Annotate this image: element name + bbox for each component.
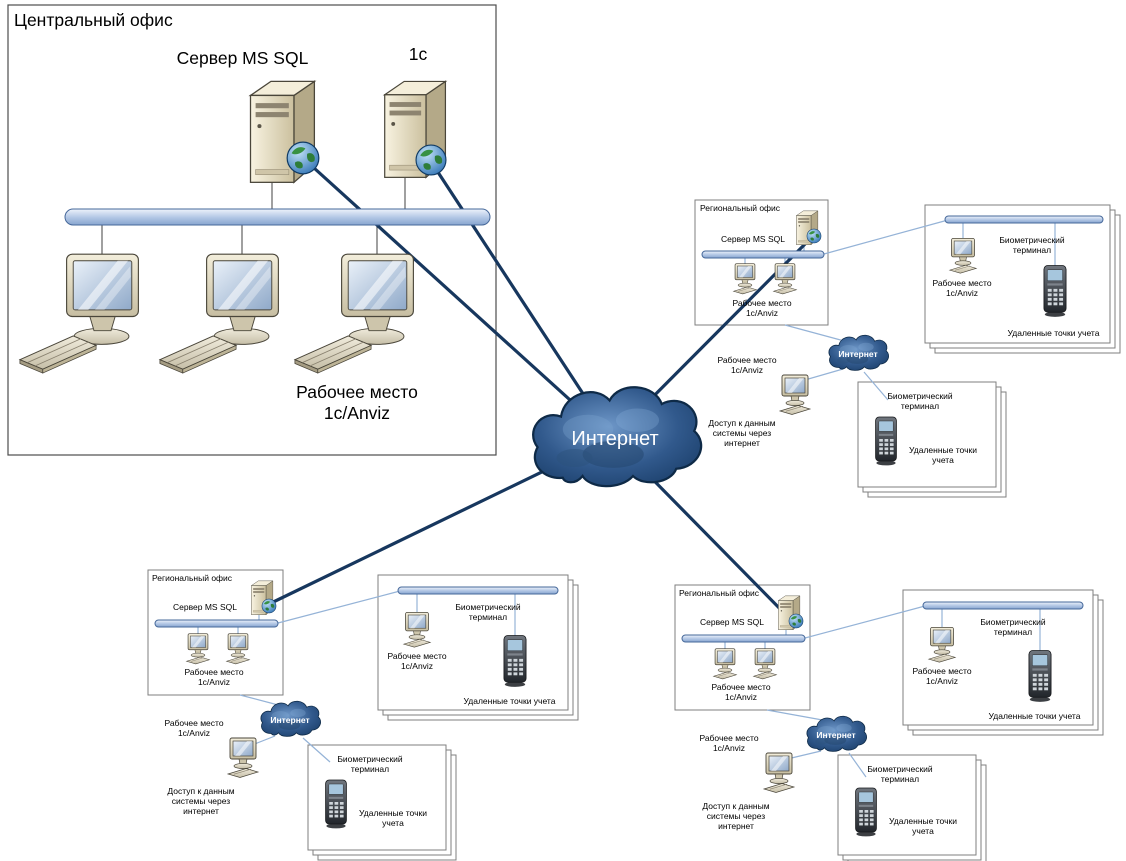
internet-cloud-label: Интернет <box>571 428 659 450</box>
bl-access-workstation-label: Рабочее место 1с/Anviz <box>164 718 224 739</box>
globe-icon <box>788 613 804 629</box>
link-sql-server-internet <box>301 156 614 440</box>
bl1-biometric-terminal-label: Биометрический терминал <box>455 602 521 623</box>
internet-access-workstation-icon <box>779 374 811 416</box>
tr-internet-access-label: Доступ к данным системы через интернет <box>708 418 776 449</box>
tr1-remote-points-label: Удаленные точки учета <box>1007 328 1100 338</box>
tr-internet-cloud-label: Интернет <box>838 349 878 359</box>
br-bus-bar <box>681 634 806 643</box>
internet-access-workstation-icon <box>227 737 259 779</box>
biometric-terminal-icon <box>1043 265 1067 318</box>
br-workstation-label: Рабочее место 1с/Anviz <box>711 682 771 703</box>
br-regional-office-title: Региональный офис <box>679 588 760 598</box>
bl-server-label: Сервер MS SQL <box>173 602 237 612</box>
regional-links <box>197 219 1056 778</box>
central-office-box <box>7 4 497 456</box>
br1-bus-bar <box>922 601 1084 610</box>
tr-regional-office-title: Региональный офис <box>700 203 781 213</box>
bl-workstation-label: Рабочее место 1с/Anviz <box>184 667 244 688</box>
tr-link-office-cloud <box>784 324 849 343</box>
bl1-workstation-label: Рабочее место 1с/Anviz <box>387 651 447 672</box>
br-access-workstation-label: Рабочее место 1с/Anviz <box>699 733 759 754</box>
br-server-label: Сервер MS SQL <box>700 617 764 627</box>
bl2-remote-points-label: Удаленные точки учета <box>359 808 427 829</box>
tr2-remote-points-label: Удаленные точки учета <box>909 445 977 466</box>
bl-internet-cloud-label: Интернет <box>270 715 310 725</box>
biometric-terminal-icon <box>875 416 897 466</box>
bl-internet-access-label: Доступ к данным системы через интернет <box>167 786 235 817</box>
network-bus-bars <box>64 208 1104 643</box>
br-internet-cloud-label: Интернет <box>816 730 856 740</box>
tr-remote-points-stack-2 <box>857 381 1007 498</box>
br-link-bus-remote1 <box>804 605 926 639</box>
internet-access-workstation-icon <box>763 752 795 794</box>
bl-regional-office-title: Региональный офис <box>152 573 233 583</box>
biometric-terminal-icon <box>325 779 347 829</box>
central-workstation-label: Рабочее место 1с/Anviz <box>296 382 418 423</box>
bl2-biometric-terminal-label: Биометрический терминал <box>337 754 403 775</box>
tr-link-cloud-remote2 <box>863 371 889 401</box>
globe-icon <box>261 598 277 614</box>
br-internet-access-label: Доступ к данным системы через интернет <box>702 801 770 832</box>
central-bus-bar <box>64 208 491 226</box>
br-remote-points-stack-2 <box>837 754 987 861</box>
tr-link-bus-remote1 <box>823 219 949 255</box>
globe-icon <box>415 144 447 176</box>
biometric-terminal-icon <box>503 635 527 688</box>
central-office-title: Центральный офис <box>14 10 173 30</box>
br1-biometric-terminal-label: Биометрический терминал <box>980 617 1046 638</box>
bl1-bus-bar <box>397 586 559 595</box>
central-sql-server-label: Сервер MS SQL <box>176 48 309 68</box>
tr2-biometric-terminal-label: Биометрический терминал <box>887 391 953 412</box>
br1-workstation-label: Рабочее место 1с/Anviz <box>912 666 972 687</box>
central-office-links <box>101 178 406 258</box>
br-link-cloud-remote2 <box>848 752 867 778</box>
bl-link-office-cloud <box>239 694 283 707</box>
tr1-biometric-terminal-label: Биометрический терминал <box>999 235 1065 256</box>
tr-workstation-label: Рабочее место 1с/Anviz <box>732 298 792 319</box>
tr-access-workstation-label: Рабочее место 1с/Anviz <box>717 355 777 376</box>
biometric-terminal-icon <box>1028 650 1052 703</box>
central-1c-server-label: 1с <box>408 44 428 64</box>
globe-icon <box>806 228 822 244</box>
bl-link-bus-remote1 <box>277 590 401 624</box>
tr-bus-bar <box>701 250 825 259</box>
bl-link-cloud-remote2 <box>302 737 331 763</box>
tr1-workstation-label: Рабочее место 1с/Anviz <box>932 278 992 299</box>
br2-biometric-terminal-label: Биометрический терминал <box>867 764 933 785</box>
br-link-office-cloud <box>766 709 829 722</box>
bl-bus-bar <box>154 619 279 628</box>
tr1-bus-bar <box>944 215 1104 224</box>
tr-server-label: Сервер MS SQL <box>721 234 785 244</box>
globe-icon <box>286 141 320 175</box>
link-1c-server-internet <box>428 159 614 439</box>
biometric-terminal-icon <box>855 787 877 837</box>
br2-remote-points-label: Удаленные точки учета <box>889 816 957 837</box>
br1-remote-points-label: Удаленные точки учета <box>988 711 1081 721</box>
bl1-remote-points-label: Удаленные точки учета <box>463 696 556 706</box>
bl-remote-points-stack-1 <box>377 574 579 721</box>
